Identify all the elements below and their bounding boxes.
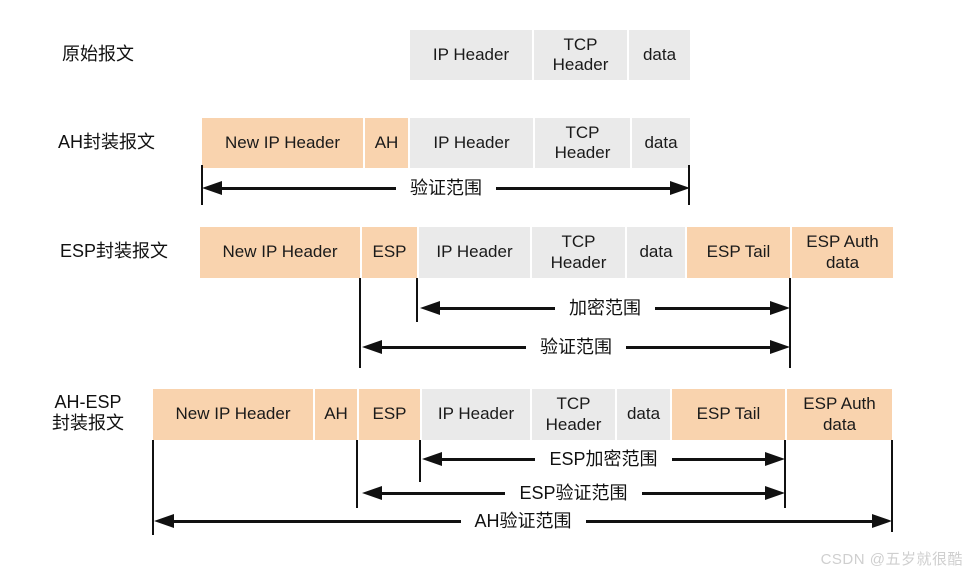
arrow-label: ESP加密范围 <box>549 449 658 469</box>
box-data: data <box>630 118 690 168</box>
box-ip-header: IP Header <box>417 227 530 278</box>
arrow-label: 验证范围 <box>540 337 612 357</box>
tick-line <box>152 440 154 535</box>
scope-arrow-ah-auth: AH验证范围 <box>154 511 893 531</box>
arrowhead-left-icon <box>154 514 174 528</box>
scope-arrow-esp-auth: 验证范围 <box>362 337 790 357</box>
arrowhead-left-icon <box>420 301 440 315</box>
box-new-ip-header: New IP Header <box>202 118 363 168</box>
arrowhead-right-icon <box>765 486 785 500</box>
box-tcp-header: TCP Header <box>532 30 627 80</box>
arrowhead-left-icon <box>422 452 442 466</box>
arrowhead-right-icon <box>770 340 790 354</box>
box-data: data <box>615 389 670 440</box>
arrow-label: ESP验证范围 <box>519 483 628 503</box>
scope-arrow-esp-encrypt: 加密范围 <box>420 298 790 318</box>
box-data: data <box>625 227 685 278</box>
arrowhead-left-icon <box>202 181 222 195</box>
tick-line <box>784 440 786 508</box>
box-tcp-header: TCP Header <box>530 389 615 440</box>
arrowhead-right-icon <box>765 452 785 466</box>
box-ah: AH <box>363 118 408 168</box>
arrowhead-right-icon <box>872 514 893 528</box>
box-ip-header: IP Header <box>420 389 530 440</box>
box-esp-auth-data: ESP Auth data <box>790 227 893 278</box>
tick-line <box>789 278 791 368</box>
box-esp-auth-data: ESP Auth data <box>785 389 892 440</box>
box-ip-header: IP Header <box>408 118 533 168</box>
row-label-original-packet: 原始报文 <box>62 44 134 64</box>
watermark: CSDN @五岁就很酷 <box>820 551 963 568</box>
arrow-label: 验证范围 <box>410 178 482 198</box>
tick-line <box>356 440 358 508</box>
box-ah: AH <box>313 389 357 440</box>
tick-line <box>359 278 361 368</box>
scope-arrow-esp-encrypt: ESP加密范围 <box>422 449 785 469</box>
arrowhead-right-icon <box>770 301 790 315</box>
scope-arrow-esp-auth: ESP验证范围 <box>362 483 785 503</box>
box-esp: ESP <box>360 227 417 278</box>
box-esp: ESP <box>357 389 420 440</box>
arrowhead-right-icon <box>670 181 690 195</box>
box-tcp-header: TCP Header <box>533 118 630 168</box>
box-new-ip-header: New IP Header <box>153 389 313 440</box>
arrowhead-left-icon <box>362 340 382 354</box>
box-new-ip-header: New IP Header <box>200 227 360 278</box>
row-label-ah-esp-packet: AH-ESP 封装报文 <box>52 392 124 433</box>
box-esp-tail: ESP Tail <box>670 389 785 440</box>
arrow-label: AH验证范围 <box>474 511 572 531</box>
arrowhead-left-icon <box>362 486 382 500</box>
tick-line <box>416 278 418 322</box>
box-ip-header: IP Header <box>410 30 532 80</box>
tick-line <box>891 440 893 532</box>
arrow-label: 加密范围 <box>569 298 641 318</box>
tick-line <box>419 440 421 482</box>
box-tcp-header: TCP Header <box>530 227 625 278</box>
box-data: data <box>627 30 690 80</box>
box-esp-tail: ESP Tail <box>685 227 790 278</box>
row-label-ah-packet: AH封装报文 <box>58 132 156 152</box>
scope-arrow-ah-auth: 验证范围 <box>202 178 690 198</box>
row-label-esp-packet: ESP封装报文 <box>60 241 169 261</box>
